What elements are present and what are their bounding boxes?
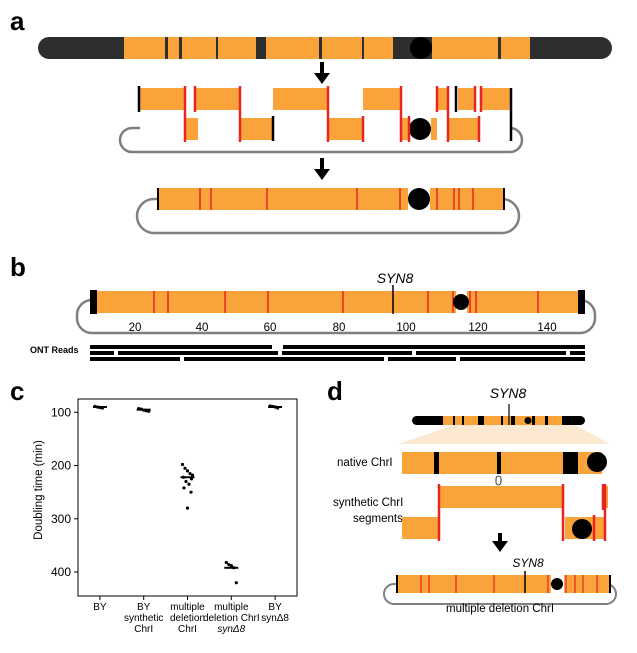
arrow-down-icon bbox=[314, 62, 330, 84]
x-tick-label: deletion bbox=[170, 613, 205, 624]
x-tick-label: BY bbox=[137, 602, 151, 613]
panel-a-native-chromosome bbox=[38, 37, 612, 59]
data-point bbox=[224, 560, 228, 565]
ont-reads-track bbox=[90, 345, 585, 361]
x-tick-label: synthetic bbox=[124, 613, 163, 624]
x-tick-label: BY bbox=[268, 602, 282, 613]
centromere-icon bbox=[410, 37, 432, 59]
synthetic-chri-label: synthetic ChrI bbox=[333, 497, 403, 509]
panel-a-segments bbox=[118, 86, 524, 154]
panel-b-chromosome-map bbox=[75, 285, 597, 335]
data-point bbox=[190, 473, 195, 477]
axis-tick-140: 140 bbox=[537, 322, 556, 334]
x-tick-label: BY bbox=[93, 602, 107, 613]
x-tick-label: ChrI bbox=[134, 624, 153, 635]
panel-label-a: a bbox=[10, 6, 25, 36]
data-point bbox=[180, 462, 185, 467]
y-tick-label: 300 bbox=[51, 512, 71, 526]
panel-d-native-chromosome bbox=[402, 452, 607, 474]
data-point bbox=[234, 581, 238, 585]
data-point bbox=[184, 479, 188, 484]
x-tick-label: multiple bbox=[214, 602, 249, 613]
arrow-down-icon bbox=[314, 158, 330, 180]
multiple-deletion-chri-label: multiple deletion ChrI bbox=[446, 603, 554, 615]
syn8-label-d-bottom: SYN8 bbox=[512, 556, 544, 570]
data-point bbox=[185, 506, 190, 510]
plot-frame bbox=[77, 398, 298, 597]
synthetic-segments-label: segments bbox=[353, 513, 403, 525]
x-tick-label: synΔ8 bbox=[217, 624, 245, 635]
panel-d-multiple-deletion-chromosome bbox=[383, 571, 617, 605]
axis-tick-40: 40 bbox=[196, 322, 209, 334]
y-tick-label: 100 bbox=[51, 405, 71, 419]
axis-tick-20: 20 bbox=[129, 322, 142, 334]
data-point bbox=[229, 564, 233, 568]
panel-d-native-overview bbox=[398, 404, 610, 444]
panel-label-b: b bbox=[10, 252, 26, 282]
centromere-icon bbox=[453, 294, 469, 310]
data-point bbox=[227, 562, 231, 567]
panel-b-axis-ticks: 20 40 60 80 100 120 140 bbox=[129, 322, 557, 334]
arrow-down-icon bbox=[492, 533, 508, 552]
centromere-icon bbox=[587, 452, 607, 472]
syn8-label-b: SYN8 bbox=[377, 270, 414, 286]
panel-d-synthetic-segments bbox=[402, 484, 608, 541]
data-point bbox=[187, 482, 191, 486]
data-point bbox=[188, 471, 192, 476]
x-tick-label: ChrI bbox=[178, 624, 197, 635]
data-point bbox=[182, 486, 186, 490]
y-axis-label: Doubling time (min) bbox=[33, 440, 45, 540]
panel-label-c: c bbox=[10, 376, 24, 406]
data-point bbox=[189, 490, 193, 494]
x-tick-label: deletion ChrI bbox=[203, 613, 260, 624]
x-tick-label: synΔ8 bbox=[261, 613, 289, 624]
syn8-label-d-top: SYN8 bbox=[490, 385, 527, 401]
axis-tick-80: 80 bbox=[333, 322, 346, 334]
panel-label-d: d bbox=[327, 376, 343, 406]
native-chri-label: native ChrI bbox=[337, 457, 393, 469]
y-tick-label: 400 bbox=[51, 565, 71, 579]
axis-tick-120: 120 bbox=[468, 322, 487, 334]
data-point bbox=[183, 466, 187, 470]
panel-d-loxp-link bbox=[495, 475, 502, 486]
axis-tick-60: 60 bbox=[264, 322, 277, 334]
axis-tick-100: 100 bbox=[396, 322, 415, 334]
data-point bbox=[185, 469, 190, 473]
panel-a-synthetic-chromosome bbox=[135, 188, 521, 235]
y-tick-label: 200 bbox=[51, 459, 71, 473]
ont-reads-label: ONT Reads bbox=[30, 345, 79, 355]
x-tick-label: multiple bbox=[170, 602, 205, 613]
